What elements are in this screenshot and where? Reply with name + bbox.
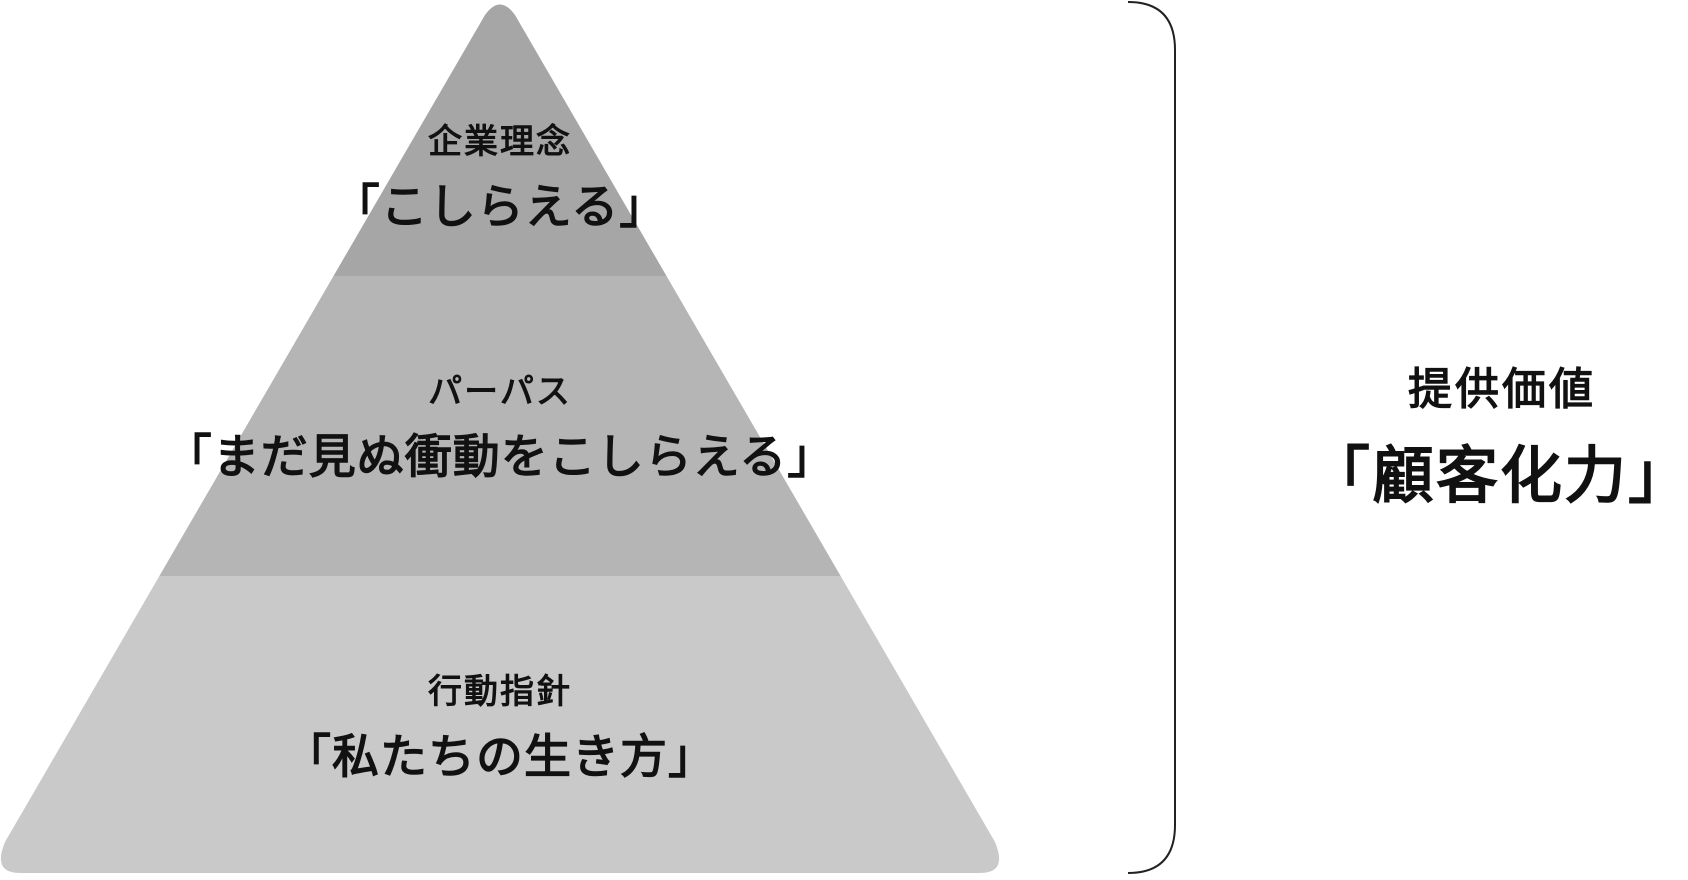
right-bracket [1127,1,1176,874]
tier-bottom-label: 行動指針 [428,672,572,712]
tier-top-label: 企業理念 [428,122,572,162]
side-value: 「顧客化力」 [1308,439,1688,512]
tier-middle-value: 「まだ見ぬ衝動をこしらえる」 [164,430,836,485]
tier-middle-label: パーパス [428,372,572,412]
tier-top-value: 「こしらえる」 [332,180,668,235]
side-label: 提供価値 [1408,364,1596,415]
tier-bottom-band [0,576,1000,873]
tier-bottom-value: 「私たちの生き方」 [284,730,716,785]
